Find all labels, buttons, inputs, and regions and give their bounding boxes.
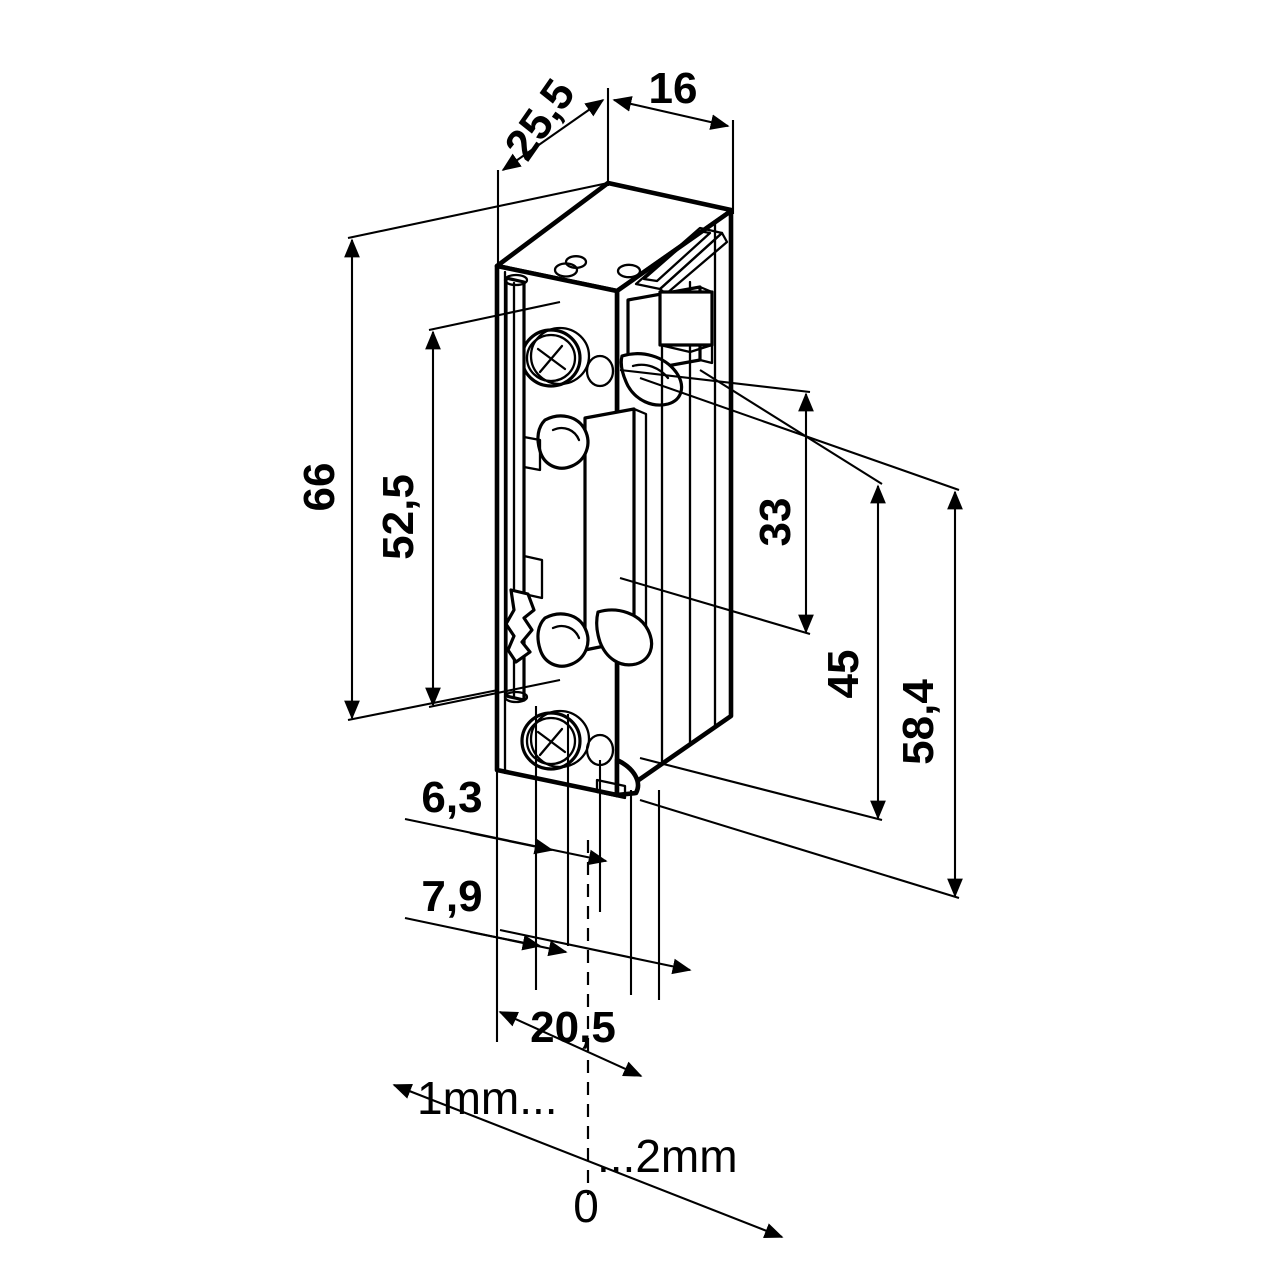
ext-52-5-bot (428, 678, 561, 709)
dim-6-3-b (469, 831, 554, 855)
top-hole-b (564, 255, 588, 269)
ext-58-4-top (639, 377, 960, 491)
latch-hook-upper (619, 352, 684, 407)
cam-roller-upper-inner (551, 426, 581, 442)
ext-45-bot (639, 756, 883, 822)
ext-33-bot (619, 576, 811, 636)
label-7-9: 7,9 (421, 872, 482, 921)
dim-25-5 (501, 99, 605, 171)
screw-upper-shadow (529, 326, 591, 386)
top-hole-c (616, 263, 642, 279)
latch-hook-lower (595, 608, 654, 667)
label-58-4: 58,4 (894, 679, 943, 765)
dim-20-5 (498, 1011, 643, 1077)
cam-roller-lower-inner (551, 624, 581, 640)
ext-66-top (347, 181, 609, 240)
dim-tolerance-arrow (392, 1083, 784, 1239)
dim-7-9-b (469, 930, 542, 951)
label-45: 45 (819, 650, 868, 699)
label-66: 66 (295, 463, 344, 512)
upper-ledge-bevel (658, 343, 714, 354)
cam-roller-lower (536, 612, 590, 668)
faceplate-bottom-tab (595, 778, 627, 800)
label-2mm: ...2mm (597, 1130, 738, 1182)
label-1mm: 1mm... (417, 1072, 558, 1124)
label-6-3: 6,3 (421, 773, 482, 822)
label-20-5: 20,5 (530, 1003, 616, 1052)
dim-16 (612, 96, 730, 130)
pin-hole-upper (585, 354, 615, 388)
upper-ledge (658, 290, 714, 347)
screw-lower-shadow (529, 709, 591, 769)
adjust-notch-upper (522, 435, 542, 472)
label-25-5: 25,5 (495, 71, 584, 169)
ext-58-4-bot (639, 798, 960, 900)
cam-roller-upper (536, 414, 590, 470)
top-slot-inner (642, 229, 712, 283)
ext-45-top (699, 369, 883, 485)
dim-small-upper (499, 928, 692, 975)
label-33: 33 (751, 498, 800, 547)
ext-66-bot (347, 688, 499, 722)
adjust-notch-middle (522, 554, 544, 600)
label-52-5: 52,5 (374, 474, 423, 560)
label-zero: 0 (573, 1180, 599, 1232)
label-16: 16 (649, 64, 698, 113)
tolerance-annotation: 1mm... ...2mm 0 (417, 1072, 738, 1232)
dimension-lines (344, 88, 963, 1239)
ext-52-5-top (428, 300, 561, 332)
ext-33-top (619, 368, 811, 394)
product-body (494, 180, 734, 800)
